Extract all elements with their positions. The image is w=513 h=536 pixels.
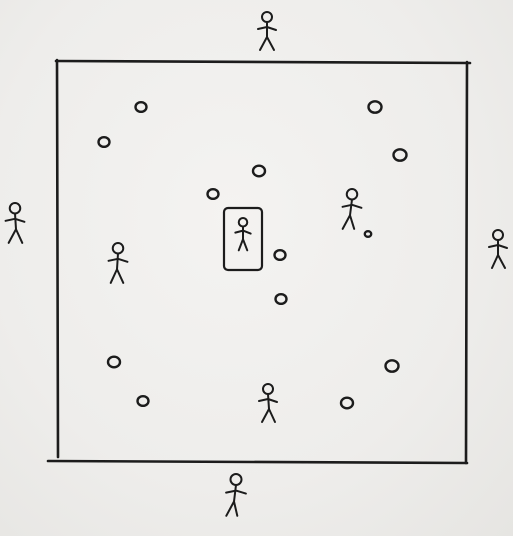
ball-marker [394,149,407,160]
ball-marker [138,396,149,406]
ball-marker [208,189,219,199]
ball-marker [341,398,353,409]
ball-marker [253,166,265,177]
ball-marker [369,101,382,112]
stick-figure-inside-left [109,243,128,283]
stick-figure-inside-right-with-ball [343,189,362,229]
stick-figure-outside-right [489,230,507,268]
ball-marker [275,250,286,260]
ball-marker [136,102,147,112]
stick-figure-outside-top [258,12,276,50]
stick-figure-inside-bottom [259,384,277,422]
stick-figure-outside-bottom [226,474,246,516]
ball-marker [108,357,120,368]
stick-figure-center-in-box [235,218,250,250]
ball-marker [365,231,371,237]
field-boundary [48,60,470,463]
stick-figure-outside-left [6,203,25,243]
ball-marker [99,137,110,147]
ball-marker [386,360,399,371]
ball-marker [276,294,287,304]
